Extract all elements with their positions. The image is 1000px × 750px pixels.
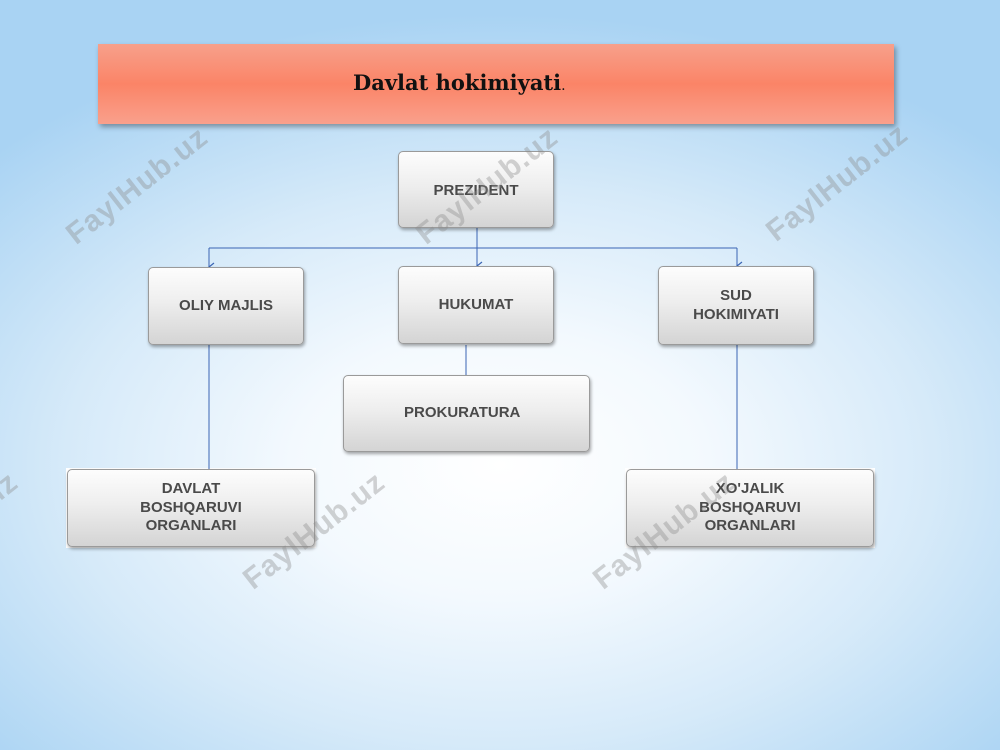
node-prokuratura: PROKURATURA [343,375,590,452]
node-prezident: PREZIDENT [398,151,554,228]
node-oliy-majlis: OLIY MAJLIS [148,267,304,345]
title-banner: Davlat hokimiyati. [98,44,894,124]
page-title: Davlat hokimiyati. [353,70,566,95]
node-xojalik-boshqaruvi-organlari: XO'JALIK BOSHQARUVI ORGANLARI [626,469,874,547]
node-sud-hokimiyati: SUD HOKIMIYATI [658,266,814,345]
node-hukumat: HUKUMAT [398,266,554,344]
node-davlat-boshqaruvi-organlari: DAVLAT BOSHQARUVI ORGANLARI [67,469,315,547]
